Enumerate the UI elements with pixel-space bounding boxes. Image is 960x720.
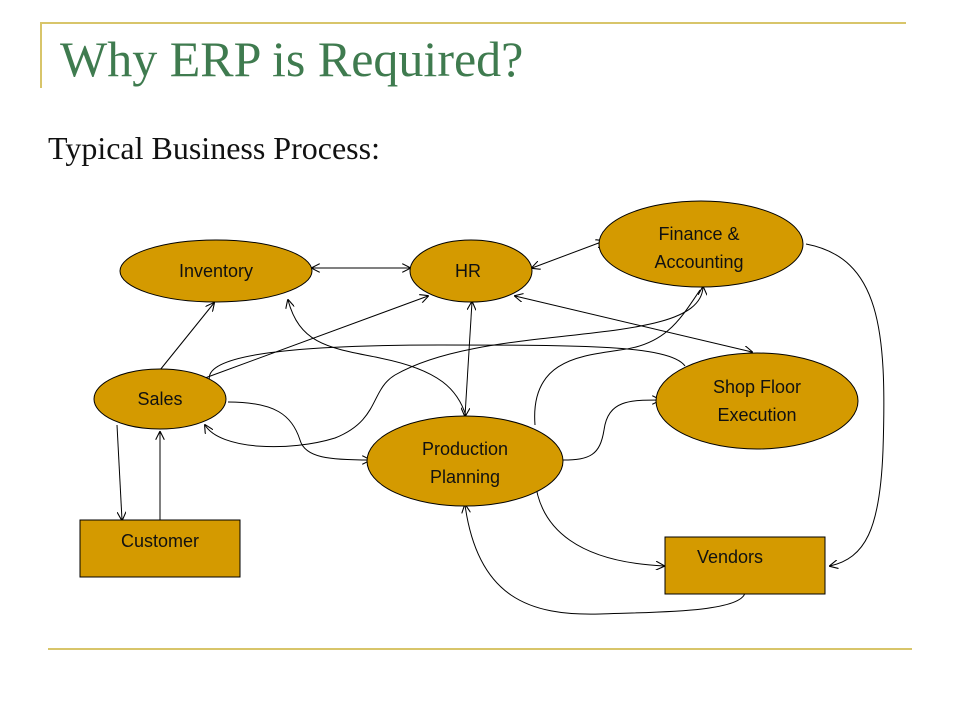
- connector-production-finance: [534, 289, 701, 426]
- bottom-accent-line: [48, 648, 912, 650]
- node-finance-label-line1: Finance &: [658, 224, 739, 244]
- node-inventory: Inventory: [119, 239, 313, 303]
- slide-title: Why ERP is Required?: [60, 31, 524, 87]
- connector-sales-hr: [204, 296, 428, 379]
- top-accent-line: [40, 22, 906, 24]
- connector-hr-finance: [532, 241, 604, 268]
- connector-sales-customer: [116, 424, 122, 520]
- connector-hr-production: [465, 302, 472, 416]
- node-hr: HR: [409, 239, 533, 303]
- node-production-label-line2: Planning: [430, 467, 500, 487]
- node-shopfloor-label-line2: Execution: [717, 405, 796, 425]
- connector-sales-inventory: [159, 303, 214, 371]
- connector-inventory-production: [288, 300, 467, 417]
- connector-sales-production: [227, 401, 370, 460]
- slide-subtitle: Typical Business Process:: [48, 130, 380, 166]
- node-vendors: Vendors: [664, 536, 826, 595]
- node-customer: Customer: [79, 519, 241, 578]
- node-customer-label: Customer: [121, 531, 199, 551]
- node-shopfloor-label-line1: Shop Floor: [713, 377, 801, 397]
- node-production-planning: Production Planning: [366, 415, 564, 507]
- node-production-label-line1: Production: [422, 439, 508, 459]
- connector-production-vendors: [534, 479, 664, 566]
- node-hr-label: HR: [455, 261, 481, 281]
- node-finance-label-line2: Accounting: [654, 252, 743, 272]
- connector-production-shopfloor: [562, 400, 660, 461]
- node-sales-label: Sales: [137, 389, 182, 409]
- connector-hr-shopfloor: [515, 296, 752, 352]
- connector-vendors-production: [465, 505, 746, 615]
- node-sales: Sales: [93, 368, 227, 430]
- node-vendors-label: Vendors: [697, 547, 763, 567]
- node-finance-accounting: Finance & Accounting: [598, 200, 804, 288]
- connector-finance-vendors: [805, 243, 885, 566]
- connector-sales-finance: [205, 287, 703, 448]
- node-inventory-label: Inventory: [179, 261, 253, 281]
- left-accent-line: [40, 22, 42, 88]
- node-shop-floor-execution: Shop Floor Execution: [655, 352, 859, 450]
